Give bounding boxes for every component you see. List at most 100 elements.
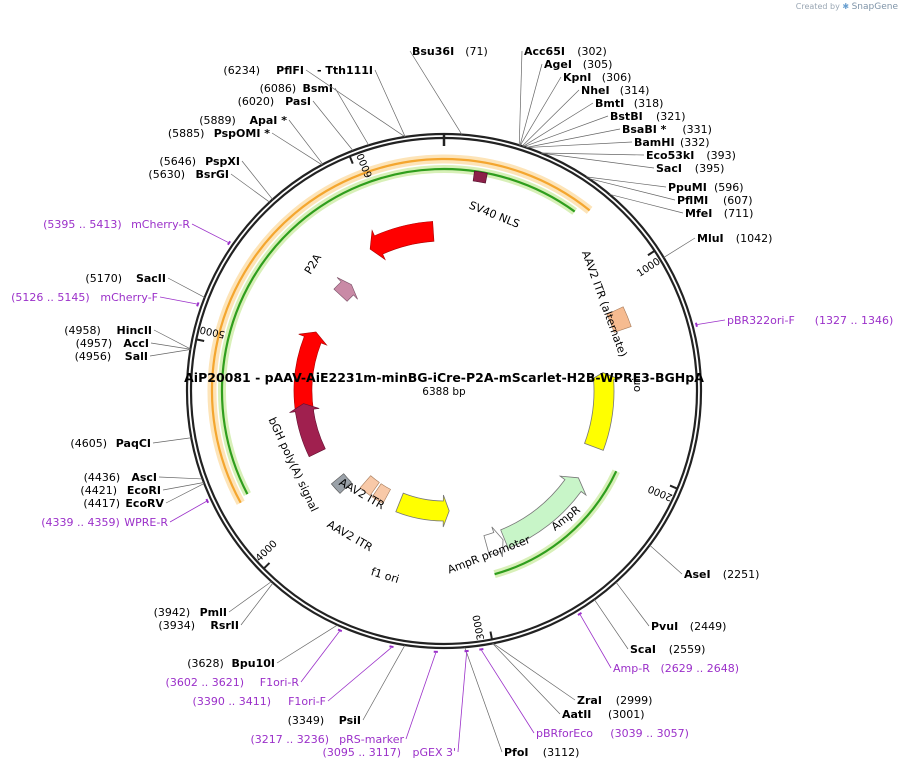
site-pos-saci: (395): [695, 162, 725, 175]
site-name-pflfi[interactable]: PflFI: [276, 64, 304, 77]
site-name-zrai[interactable]: ZraI: [577, 694, 602, 707]
site-name-pspomi[interactable]: PspOMI *: [214, 127, 271, 140]
primer-name-pgex-3[interactable]: pGEX 3': [412, 746, 456, 759]
primer-range-pgex-3: (3095 .. 3117): [323, 746, 402, 759]
plasmid-size: 6388 bp: [422, 386, 466, 398]
site-name-nhei[interactable]: NheI: [581, 84, 610, 97]
site-pos-mlui: (1042): [736, 232, 773, 245]
site-connector-paqci: [153, 438, 191, 443]
site-name-ecori[interactable]: EcoRI: [127, 484, 161, 497]
site-name-bsmi[interactable]: BsmI: [303, 82, 334, 95]
site-name-sacii[interactable]: SacII: [136, 272, 166, 285]
primer-name-pbr322ori-f[interactable]: pBR322ori-F: [727, 314, 795, 327]
h2b-label: H2B: [241, 403, 259, 428]
primer-mark-pbr322ori-f: [696, 323, 697, 327]
site-name-scai[interactable]: ScaI: [630, 643, 656, 656]
site-name-bmti[interactable]: BmtI: [595, 97, 624, 110]
site-pos-pflmi: (607): [723, 194, 753, 207]
site-name-bsabi[interactable]: BsaBI *: [622, 123, 667, 136]
tick-label: 4000: [254, 539, 280, 565]
site-pos-pmli: (3942): [154, 606, 191, 619]
primer-connector-mcherry-f: [160, 297, 197, 304]
site-name-hincii[interactable]: HincII: [116, 324, 152, 337]
primer-mark-amp-r: [578, 613, 582, 615]
site-pos-bsrgi: (5630): [148, 168, 185, 181]
primer-name-pbrforeco[interactable]: pBRforEco: [536, 727, 593, 740]
p2a-label: P2A: [302, 251, 324, 276]
site-name-saci[interactable]: SacI: [656, 162, 682, 175]
primer-mark-f1ori-r: [338, 630, 342, 632]
primer-range-f1ori-r: (3602 .. 3621): [166, 676, 245, 689]
site-name-pasi[interactable]: PasI: [285, 95, 311, 108]
green-arc-halo: [222, 169, 575, 494]
primer-mark-pbrforeco: [479, 649, 483, 650]
primer-mark-mcherry-f: [197, 302, 198, 306]
site-connector-mlui: [664, 238, 695, 258]
site-name-apai[interactable]: ApaI *: [250, 114, 288, 127]
site-connector-eco53ki: [541, 153, 644, 155]
site-pos-bmti: (318): [634, 97, 664, 110]
tick-mark: [648, 251, 655, 255]
site-name-rsrii[interactable]: RsrII: [210, 619, 239, 632]
site-name-pfoi[interactable]: PfoI: [504, 746, 529, 759]
site-connector-bamhi: [526, 142, 632, 148]
site-name-bamhi[interactable]: BamHI: [634, 136, 675, 149]
primer-name-mcherry-r[interactable]: mCherry-R: [131, 218, 190, 231]
tick-mark: [264, 563, 270, 569]
snapgene-logo-icon: ✱: [842, 2, 849, 11]
site-name-bsu36i[interactable]: Bsu36I: [412, 45, 454, 58]
site-connector-apai: [289, 120, 323, 164]
site-connector-scai: [594, 599, 628, 649]
sv40-nls-feature: [473, 171, 487, 183]
site-name-pmli[interactable]: PmlI: [200, 606, 227, 619]
primer-name-prs-marker[interactable]: pRS-marker: [339, 733, 404, 746]
primer-connector-pbr322ori-f: [697, 320, 725, 324]
site-name-acc65i[interactable]: Acc65I: [524, 45, 565, 58]
site-name-bpu10i[interactable]: Bpu10I: [232, 657, 276, 670]
site-pos-pspxi: (5646): [159, 155, 196, 168]
site-connector-zrai: [493, 643, 575, 700]
site-pos-sali: (4956): [75, 350, 112, 363]
watermark-created-by: Created by: [796, 2, 840, 11]
primer-name-f1ori-f[interactable]: F1ori-F: [288, 695, 326, 708]
site-pos-apai: (5889): [199, 114, 236, 127]
snapgene-watermark: Created by ✱ SnapGene: [796, 2, 898, 12]
primer-connector-pgex-3: [458, 652, 467, 752]
site-name-asci[interactable]: AscI: [131, 471, 157, 484]
site-name-pspxi[interactable]: PspXI: [205, 155, 240, 168]
site-name-bsrgi[interactable]: BsrGI: [196, 168, 229, 181]
site-name-psii[interactable]: PsiI: [339, 714, 361, 727]
site-pos-bsmi: (6086): [260, 82, 297, 95]
site-connector-bstbi: [524, 116, 608, 147]
site-name-agei[interactable]: AgeI: [544, 58, 572, 71]
site-pos-agei: (305): [583, 58, 613, 71]
site-name-acci[interactable]: AccI: [123, 337, 149, 350]
site-name-asei[interactable]: AseI: [684, 568, 711, 581]
site-name-eco53ki[interactable]: Eco53kI: [646, 149, 694, 162]
primer-name-mcherry-f[interactable]: mCherry-F: [100, 291, 158, 304]
green-arc: [222, 169, 575, 494]
site-name-tth111i[interactable]: - Tth111I: [317, 64, 373, 77]
site-connector-ecori: [163, 482, 204, 490]
site-name-paqci[interactable]: PaqCI: [116, 437, 151, 450]
site-name-ppumi[interactable]: PpuMI: [668, 181, 707, 194]
site-name-bstbi[interactable]: BstBI: [610, 110, 643, 123]
site-name-kpni[interactable]: KpnI: [563, 71, 591, 84]
site-name-mlui[interactable]: MluI: [697, 232, 724, 245]
sv40-nls-label: SV40 NLS: [467, 199, 521, 231]
site-pos-bsabi: (331): [682, 123, 712, 136]
primer-name-f1ori-r[interactable]: F1ori-R: [260, 676, 300, 689]
site-name-mfei[interactable]: MfeI: [685, 207, 712, 220]
site-pos-pspomi: (5885): [168, 127, 205, 140]
primer-mark-f1ori-f: [389, 646, 393, 647]
site-name-pflmi[interactable]: PflMI: [677, 194, 708, 207]
primer-name-amp-r[interactable]: Amp-R: [613, 662, 650, 675]
site-name-pvui[interactable]: PvuI: [651, 620, 678, 633]
primer-name-wpre-r[interactable]: WPRE-R: [124, 516, 168, 529]
site-name-aatii[interactable]: AatII: [562, 708, 591, 721]
site-name-sali[interactable]: SalI: [125, 350, 148, 363]
site-pos-zrai: (2999): [616, 694, 653, 707]
site-name-ecorv[interactable]: EcoRV: [125, 497, 164, 510]
